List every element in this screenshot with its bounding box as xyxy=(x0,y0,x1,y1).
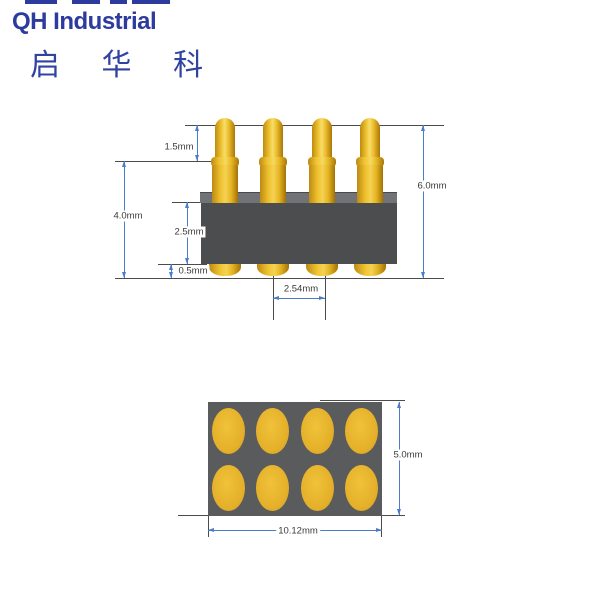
contact-pad xyxy=(256,465,289,511)
pogo-pin-4 xyxy=(356,118,384,208)
ext-line-pitch-right xyxy=(325,273,326,320)
dim-label-right-total: 6.0mm xyxy=(415,180,449,192)
dim-label-plunger-travel: 1.5mm xyxy=(162,141,196,153)
contact-pad xyxy=(301,408,334,454)
dim-label-pin-pitch: 2.54mm xyxy=(281,283,321,295)
pin-barrel xyxy=(212,165,238,206)
pin-barrel xyxy=(260,165,286,206)
pin-collar xyxy=(308,157,336,167)
brand-logo-text: QH Industrial xyxy=(12,8,157,35)
pin-barrel xyxy=(357,165,383,206)
pin-tail xyxy=(354,264,386,276)
pin-barrel xyxy=(309,165,335,206)
connector-housing-top-face xyxy=(200,192,397,203)
ext-tick-bv-right xyxy=(381,516,382,537)
dim-label-body-length: 10.12mm xyxy=(276,525,320,537)
contact-pad xyxy=(212,465,245,511)
bottom-view-housing xyxy=(208,402,382,516)
pin-collar xyxy=(259,157,287,167)
contact-pad xyxy=(345,465,378,511)
pin-tail xyxy=(209,264,241,276)
logo-crop-mark xyxy=(72,0,100,4)
logo-crop-mark xyxy=(132,0,170,4)
contact-pad xyxy=(212,408,245,454)
connector-housing-front-face xyxy=(201,203,397,264)
ext-tick-bv-left xyxy=(208,516,209,537)
contact-pad xyxy=(256,408,289,454)
pin-plunger xyxy=(263,118,283,161)
dim-label-left-total: 4.0mm xyxy=(111,210,145,222)
dim-label-insulator-height: 2.5mm xyxy=(172,226,206,238)
ref-line-pin-shoulder xyxy=(115,161,212,162)
dim-arrow-1.5mm xyxy=(195,125,199,161)
ref-line-bv-top xyxy=(320,400,405,401)
logo-crop-mark xyxy=(25,0,57,4)
pin-collar xyxy=(211,157,239,167)
pin-plunger xyxy=(360,118,380,161)
ref-line-tail-end xyxy=(115,278,444,279)
logo-crop-mark xyxy=(110,0,127,4)
pogo-pin-1 xyxy=(211,118,239,208)
pogo-pin-3 xyxy=(308,118,336,208)
pin-collar xyxy=(356,157,384,167)
pin-tail xyxy=(306,264,338,276)
brand-logo-chinese-text: 启 华 科 xyxy=(30,48,220,83)
pin-tail xyxy=(257,264,289,276)
dim-arrow-2.54mm xyxy=(273,296,325,300)
pin-plunger xyxy=(312,118,332,161)
pogo-pin-2 xyxy=(259,118,287,208)
ref-line-body-bottom xyxy=(158,264,207,265)
dim-label-body-width: 5.0mm xyxy=(391,449,425,461)
contact-pad xyxy=(345,408,378,454)
dim-arrow-0.5mm xyxy=(169,264,173,278)
pin-plunger xyxy=(215,118,235,161)
contact-pad xyxy=(301,465,334,511)
dim-arrow-6.0mm xyxy=(421,125,425,278)
dim-label-tail-height: 0.5mm xyxy=(176,265,210,277)
